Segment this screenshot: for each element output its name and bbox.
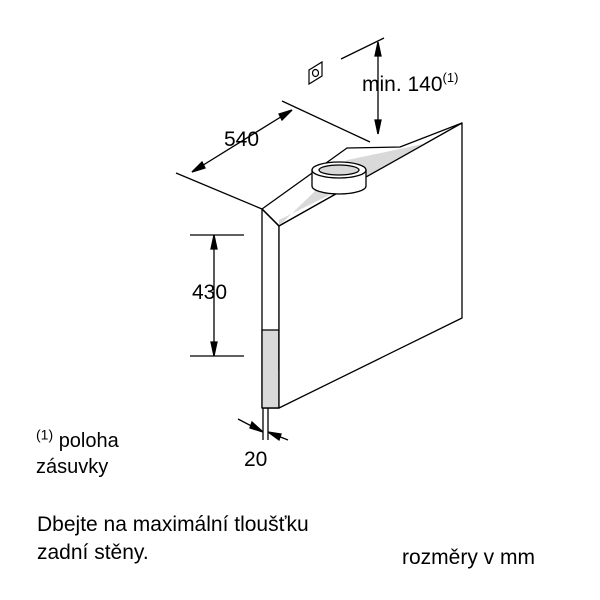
warning-line-1: Dbejte na maximální tloušťku bbox=[37, 513, 309, 536]
width-dimension-line bbox=[175, 100, 371, 210]
footnote-line-2: zásuvky bbox=[36, 456, 109, 478]
width-dimension-label: 540 bbox=[224, 128, 259, 151]
footnote-marker: (1) bbox=[36, 426, 54, 443]
chimney-dimension-line bbox=[340, 37, 385, 135]
thickness-dimension-line bbox=[237, 407, 289, 442]
footnote-line-1: poloha bbox=[58, 430, 119, 452]
chimney-dimension-label: min. 140(1) bbox=[362, 70, 458, 96]
socket-icon bbox=[308, 60, 323, 86]
warning-line-2: zadní stěny. bbox=[37, 541, 149, 564]
height-dimension-line bbox=[190, 234, 244, 357]
footnote: (1) poloha zásuvky bbox=[36, 426, 119, 480]
wall-thickness-warning: Dbejte na maximální tloušťku zadní stěny… bbox=[37, 511, 417, 567]
units-note: rozměry v mm bbox=[402, 546, 535, 569]
height-dimension-label: 430 bbox=[192, 281, 227, 304]
thickness-dimension-label: 20 bbox=[244, 448, 267, 471]
hood-side-shade bbox=[261, 329, 280, 409]
duct-collar bbox=[311, 161, 367, 195]
hood-front-panel bbox=[278, 122, 463, 409]
